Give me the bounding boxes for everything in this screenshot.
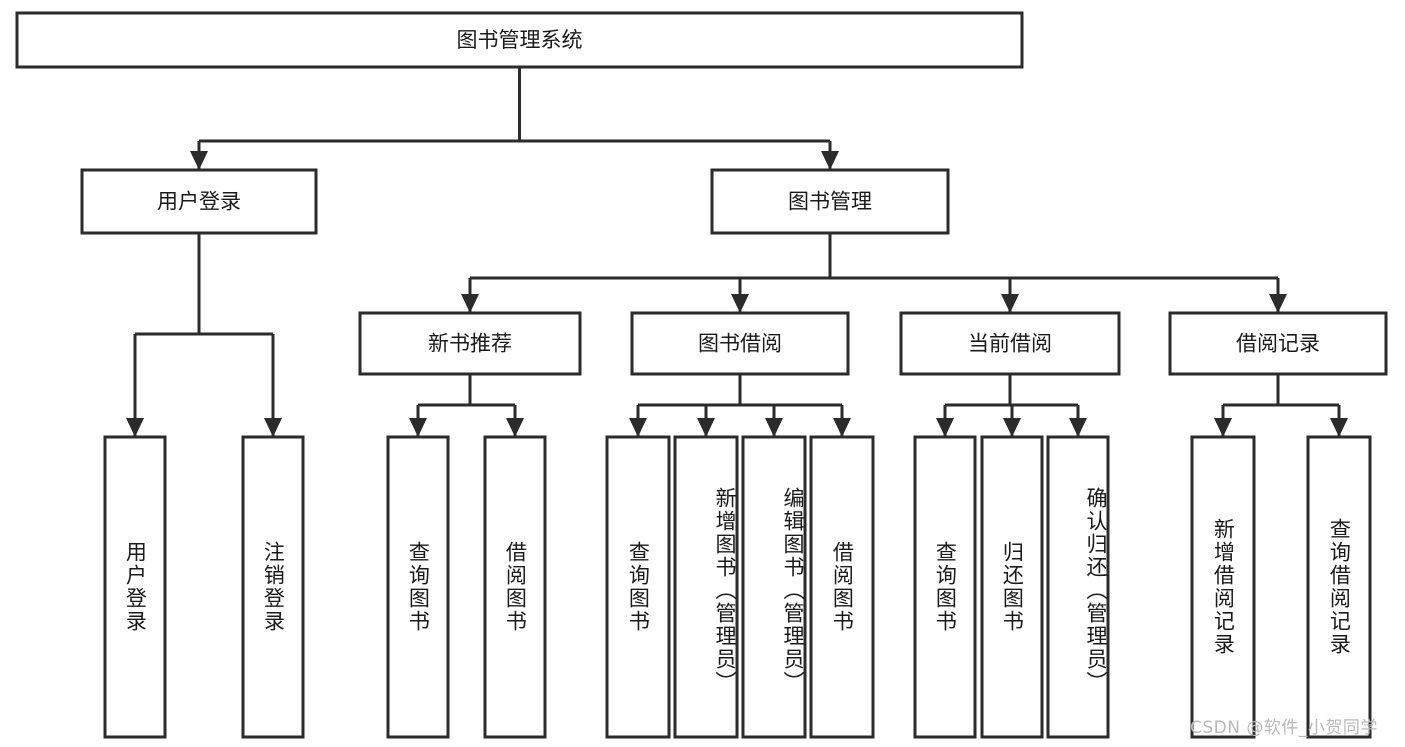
node-leaf-user-login-box bbox=[103, 435, 167, 739]
boxes-layer bbox=[15, 11, 1388, 739]
root-node-box bbox=[15, 11, 1024, 69]
node-leaf-borrow-book-2-box bbox=[809, 435, 875, 739]
arrow-to-leaf-query-book-2-icon bbox=[629, 418, 647, 437]
arrow-to-leaf-query-book-3-icon bbox=[936, 418, 954, 437]
node-leaf-add-book-admin-box bbox=[673, 435, 739, 739]
arrow-to-leaf-borrow-book-2-icon bbox=[833, 418, 851, 437]
node-current-borrow-label: 当前借阅 bbox=[968, 332, 1052, 356]
node-book-borrow-box bbox=[630, 311, 850, 376]
arrow-to-borrow-record-icon bbox=[1269, 294, 1287, 313]
arrow-to-leaf-user-login-icon bbox=[126, 418, 144, 437]
node-leaf-query-book-2-box bbox=[605, 435, 671, 739]
node-current-borrow-box bbox=[899, 311, 1121, 376]
node-user-login-box bbox=[80, 168, 318, 235]
node-leaf-query-book-3-box bbox=[913, 435, 977, 739]
node-leaf-query-borrow-rec-box bbox=[1306, 435, 1372, 739]
root-node-label: 图书管理系统 bbox=[457, 28, 583, 52]
arrow-to-leaf-return-book-icon bbox=[1003, 418, 1021, 437]
arrow-to-user-login-icon bbox=[190, 151, 208, 170]
node-leaf-edit-book-admin-box bbox=[741, 435, 807, 739]
node-leaf-return-book-box bbox=[980, 435, 1044, 739]
node-leaf-user-logout-box bbox=[241, 435, 305, 739]
arrow-to-leaf-add-book-admin-icon bbox=[697, 418, 715, 437]
connectors-layer bbox=[126, 67, 1348, 437]
arrow-to-book-manage-icon bbox=[821, 151, 839, 170]
node-book-manage-box bbox=[710, 168, 950, 235]
arrow-to-leaf-user-logout-icon bbox=[264, 418, 282, 437]
arrow-to-current-borrow-icon bbox=[1001, 294, 1019, 313]
node-leaf-confirm-return-box bbox=[1046, 435, 1110, 739]
arrow-to-leaf-query-book-1-icon bbox=[409, 418, 427, 437]
arrow-to-book-borrow-icon bbox=[731, 294, 749, 313]
arrow-to-leaf-edit-book-admin-icon bbox=[765, 418, 783, 437]
node-borrow-record-box bbox=[1168, 311, 1388, 376]
node-leaf-borrow-book-1-box bbox=[483, 435, 547, 739]
arrow-to-leaf-confirm-return-icon bbox=[1069, 418, 1087, 437]
arrow-to-leaf-borrow-book-1-icon bbox=[506, 418, 524, 437]
node-leaf-query-book-1-box bbox=[386, 435, 450, 739]
node-user-login-label: 用户登录 bbox=[157, 190, 241, 214]
node-book-manage-label: 图书管理 bbox=[788, 190, 872, 214]
node-new-book-rec-box bbox=[358, 311, 582, 376]
csdn-watermark: CSDN @软件_小贺同学 bbox=[1190, 718, 1378, 738]
arrow-to-new-book-rec-icon bbox=[461, 294, 479, 313]
node-borrow-record-label: 借阅记录 bbox=[1236, 332, 1320, 356]
arrow-to-leaf-query-borrow-rec-icon bbox=[1330, 418, 1348, 437]
arrow-to-leaf-add-borrow-record-icon bbox=[1214, 418, 1232, 437]
node-leaf-add-borrow-record-box bbox=[1190, 435, 1256, 739]
node-book-borrow-label: 图书借阅 bbox=[698, 332, 782, 356]
node-new-book-rec-label: 新书推荐 bbox=[428, 332, 512, 356]
